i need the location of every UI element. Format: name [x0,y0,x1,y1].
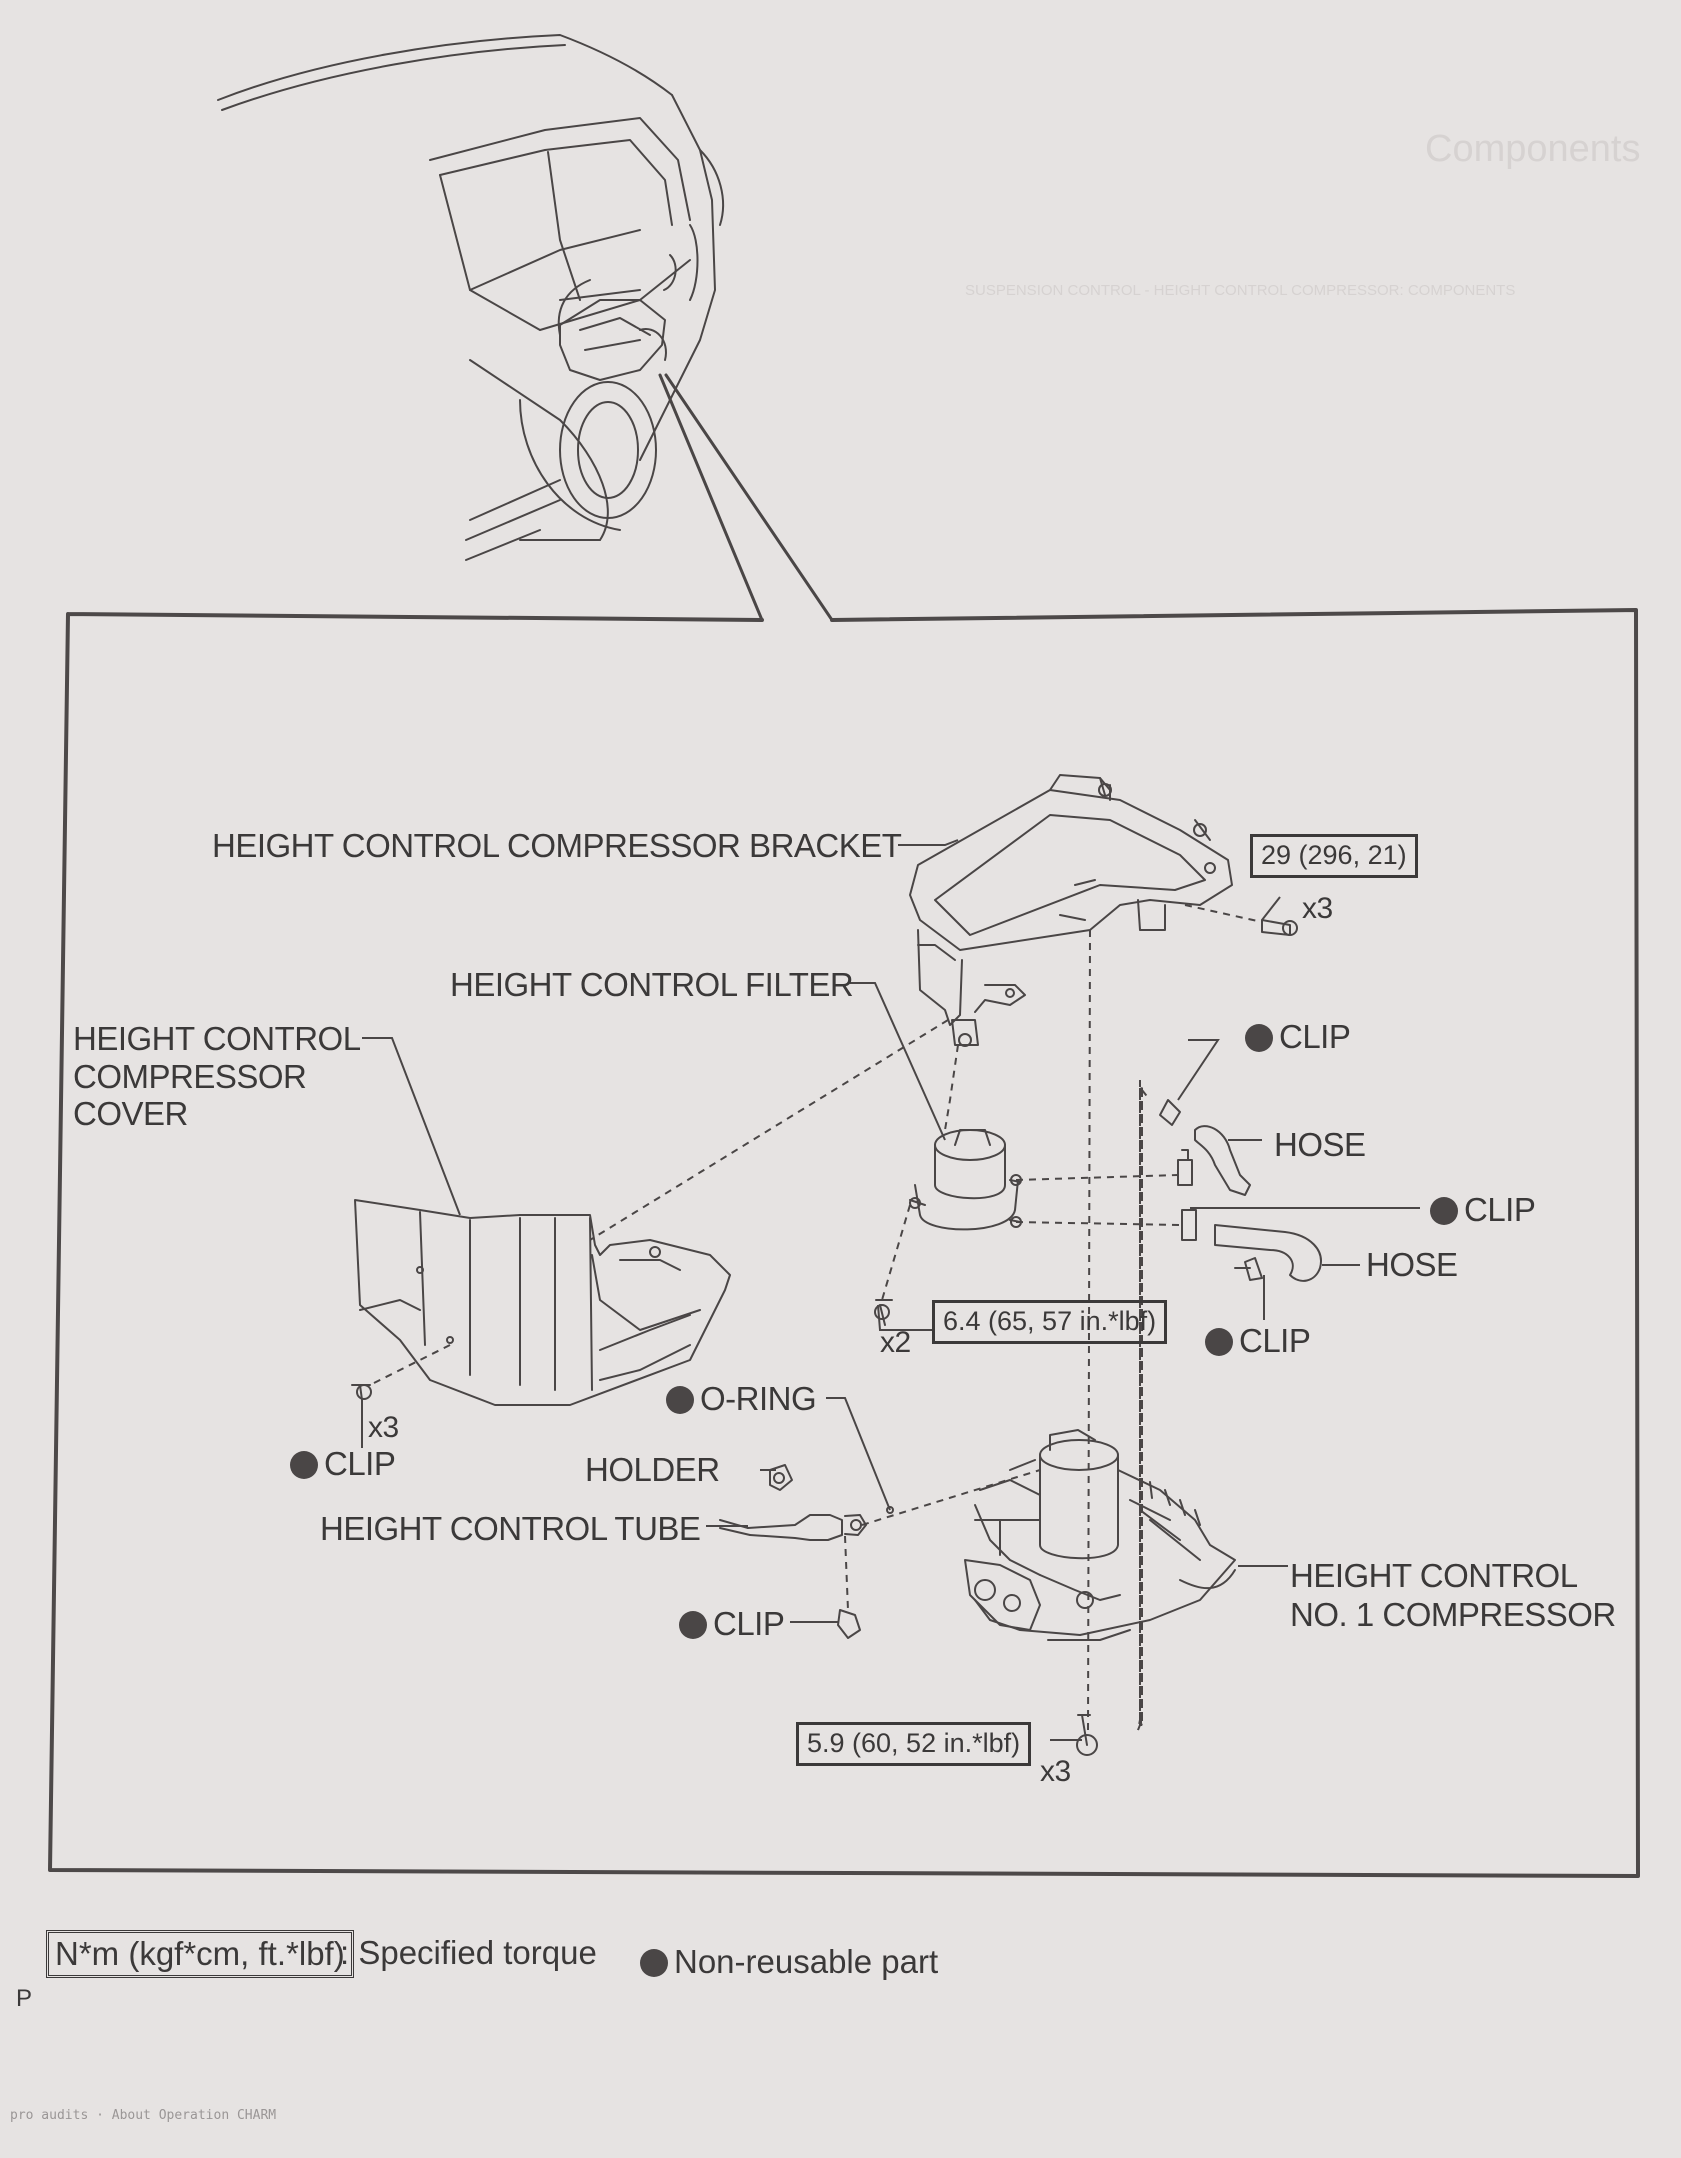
page-letter: P [16,1985,33,2012]
non-reusable-dot-icon [1245,1024,1273,1052]
clip-text: CLIP [1239,1322,1311,1359]
clip-text: CLIP [1464,1191,1536,1228]
page-title: Components [1425,128,1641,170]
label-clip-cover: CLIP [290,1445,396,1482]
footer-small-print: pro audits · About Operation CHARM [10,2108,277,2123]
legend-torque-unit: N*m (kgf*cm, ft.*lbf) [46,1930,354,1978]
label-height-control-filter: HEIGHT CONTROL FILTER [450,966,854,1003]
count-filter-bolts: x2 [880,1326,911,1359]
label-oring: O-RING [666,1380,817,1417]
label-compressor-cover-3: COVER [73,1095,188,1132]
non-reusable-dot-icon [666,1386,694,1414]
label-compressor-2: NO. 1 COMPRESSOR [1290,1596,1616,1633]
clip-text: CLIP [713,1605,785,1642]
plane-diag-top [1139,1087,1143,1091]
count-bracket-bolts: x3 [1302,892,1333,925]
label-compressor-cover-2: COMPRESSOR [73,1058,307,1095]
label-hose-lower: HOSE [1366,1246,1458,1283]
label-clip-top: CLIP [1245,1018,1351,1055]
legend-torque-text: : Specified torque [340,1934,597,1971]
count-cover-clips: x3 [368,1411,399,1444]
compressor-cover-drawing [354,1199,731,1406]
non-reusable-dot-icon [679,1611,707,1639]
non-reusable-dot-icon [640,1949,668,1977]
clip-text: CLIP [1279,1018,1351,1055]
height-control-filter-drawing [909,1129,1022,1231]
compressor-bracket-drawing [909,774,1233,1047]
compressor-drawing [964,1429,1236,1641]
torque-bracket-bolt: 29 (296, 21) [1250,834,1418,878]
torque-filter-bolt: 6.4 (65, 57 in.*lbf) [932,1300,1168,1344]
label-holder: HOLDER [585,1451,720,1488]
detail-frame [48,608,1640,1878]
label-clip-middle: CLIP [1430,1191,1536,1228]
label-hose-upper: HOSE [1274,1126,1366,1163]
vehicle-rear-sketch [217,34,724,561]
bolts [351,919,1298,1756]
breadcrumb: SUSPENSION CONTROL - HEIGHT CONTROL COMP… [965,282,1516,299]
legend-non-reusable: Non-reusable part [640,1943,938,1981]
non-reusable-text: Non-reusable part [674,1943,939,1980]
count-compressor-bolts: x3 [1040,1755,1071,1788]
torque-compressor-bolt: 5.9 (60, 52 in.*lbf) [796,1722,1032,1766]
clip-text: CLIP [324,1445,396,1482]
tube-holder-drawing [719,1464,894,1639]
label-compressor-bracket: HEIGHT CONTROL COMPRESSOR BRACKET [212,827,902,864]
label-clip-tube: CLIP [679,1605,785,1642]
hose-clip-drawing [1159,1099,1322,1282]
oring-text: O-RING [700,1380,817,1417]
non-reusable-dot-icon [1430,1197,1458,1225]
label-compressor-1: HEIGHT CONTROL [1290,1557,1578,1594]
non-reusable-dot-icon [1205,1328,1233,1356]
non-reusable-dot-icon [290,1451,318,1479]
label-clip-hose: CLIP [1205,1322,1311,1359]
label-compressor-cover-1: HEIGHT CONTROL [73,1020,361,1057]
label-height-control-tube: HEIGHT CONTROL TUBE [320,1510,701,1547]
